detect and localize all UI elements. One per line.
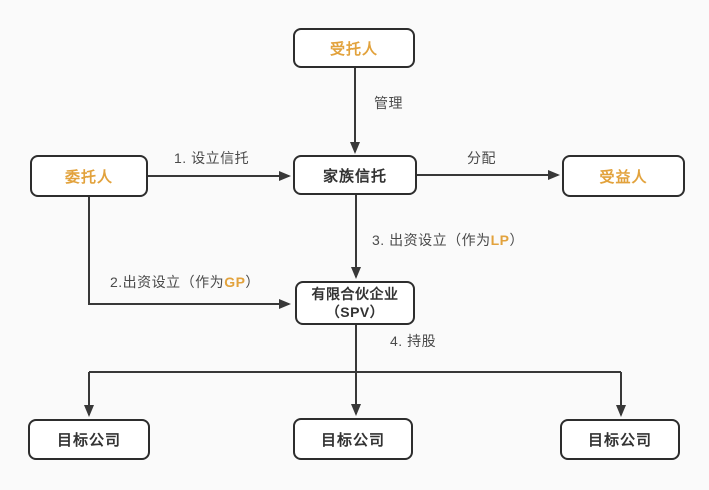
- edge-label-distribute: 分配: [467, 150, 496, 166]
- edge-label-manage: 管理: [374, 95, 403, 111]
- node-family-trust: 家族信托: [293, 155, 417, 195]
- node-spv-line2: （SPV）: [325, 304, 385, 320]
- edge-label-hold-shares: 4. 持股: [390, 333, 437, 349]
- edge-label-fund-as-lp: 3. 出资设立（作为LP）: [372, 230, 524, 250]
- edge-label-fund-as-gp-highlight: GP: [224, 274, 246, 290]
- edge-label-fund-as-gp-suffix: ）: [245, 274, 260, 290]
- edge-label-fund-as-lp-suffix: ）: [509, 232, 524, 248]
- node-trustee: 受托人: [293, 28, 415, 68]
- edge-label-fund-as-gp-prefix: 2.出资设立（作为: [110, 274, 225, 290]
- node-target-company-3: 目标公司: [560, 419, 680, 460]
- node-spv: 有限合伙企业 （SPV）: [295, 281, 415, 325]
- node-settlor: 委托人: [30, 155, 148, 197]
- edge-label-fund-as-lp-highlight: LP: [490, 232, 510, 248]
- edge-label-fund-as-lp-prefix: 3. 出资设立（作为: [372, 232, 491, 248]
- node-beneficiary: 受益人: [562, 155, 685, 197]
- edge-label-establish-trust: 1. 设立信托: [174, 150, 250, 166]
- node-spv-line1: 有限合伙企业: [311, 286, 399, 302]
- edge-label-fund-as-gp: 2.出资设立（作为GP）: [110, 272, 260, 292]
- node-target-company-1: 目标公司: [28, 419, 150, 460]
- node-target-company-2: 目标公司: [293, 418, 413, 460]
